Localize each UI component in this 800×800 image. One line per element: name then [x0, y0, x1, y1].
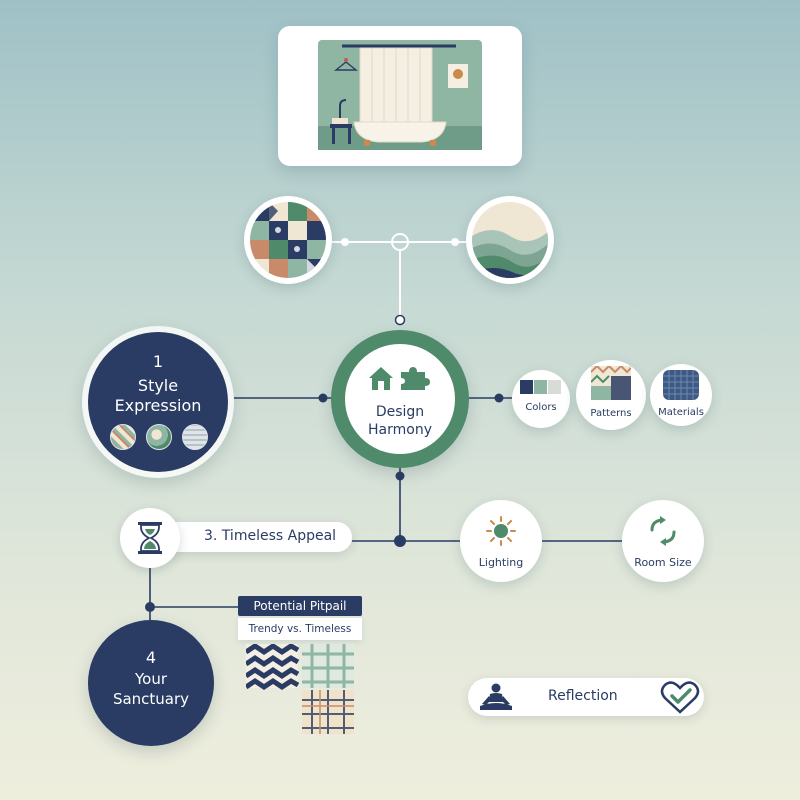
style-expression-number: 1	[152, 352, 164, 371]
materials-node: Materials	[650, 364, 712, 426]
design-harmony-title-line1: Design	[375, 404, 425, 420]
colors-label: Colors	[525, 402, 557, 413]
patchwork-tile-image	[250, 202, 326, 278]
reflection-pill: Reflection	[468, 678, 704, 716]
mini-swatch-floral	[146, 424, 172, 450]
sanctuary-title-line2: Sanctuary	[112, 690, 190, 708]
color-swatch-icon	[520, 380, 561, 394]
reflection-label: Reflection	[548, 688, 618, 704]
colors-node: Colors	[512, 370, 570, 428]
style-expression-title-line1: Style	[137, 376, 179, 395]
meditation-icon	[480, 683, 512, 710]
bathroom-illustration	[318, 40, 482, 150]
bathroom-illustration-card	[278, 26, 522, 166]
mini-swatch-linen	[182, 424, 208, 450]
lighting-node: Lighting	[460, 500, 542, 582]
hourglass-icon	[138, 522, 162, 554]
room-size-node: Room Size	[622, 500, 704, 582]
style-expression-node: 1 Style Expression	[82, 326, 234, 478]
pitfall-title: Potential Pitpail	[238, 596, 362, 616]
patterns-label: Patterns	[590, 408, 632, 419]
materials-label: Materials	[658, 407, 704, 418]
design-harmony-title-line2: Harmony	[368, 422, 432, 438]
fabric-texture-icon	[663, 370, 699, 400]
resize-arrows-icon	[650, 516, 676, 546]
sanctuary-number: 4	[145, 648, 157, 667]
pitfall-pattern-samples	[246, 644, 354, 734]
mini-swatch-patchwork	[110, 424, 136, 450]
sun-icon	[486, 516, 516, 546]
pitfall-subtitle: Trendy vs. Timeless	[238, 618, 362, 640]
lighting-label: Lighting	[478, 556, 524, 569]
sanctuary-title-line1: Your	[134, 670, 168, 688]
wave-texture-image	[472, 202, 548, 278]
style-expression-title-line2: Expression	[114, 396, 202, 415]
design-harmony-hub: Design Harmony	[331, 330, 469, 468]
design-harmony-inner: Design Harmony	[345, 344, 455, 454]
house-puzzle-icon	[369, 367, 430, 390]
pattern-swatch-icon	[591, 366, 631, 400]
timeless-appeal-pill: 3. Timeless Appeal	[156, 522, 352, 552]
room-size-label: Room Size	[634, 556, 692, 569]
heart-check-icon	[660, 681, 700, 714]
wave-pattern-circle	[466, 196, 554, 284]
patterns-node: Patterns	[576, 360, 646, 430]
your-sanctuary-node: 4 Your Sanctuary	[88, 620, 214, 746]
style-expression-circle: 1 Style Expression	[88, 332, 228, 472]
timeless-appeal-label: 3. Timeless Appeal	[204, 528, 337, 544]
patchwork-pattern-circle	[244, 196, 332, 284]
hourglass-node	[120, 508, 180, 568]
